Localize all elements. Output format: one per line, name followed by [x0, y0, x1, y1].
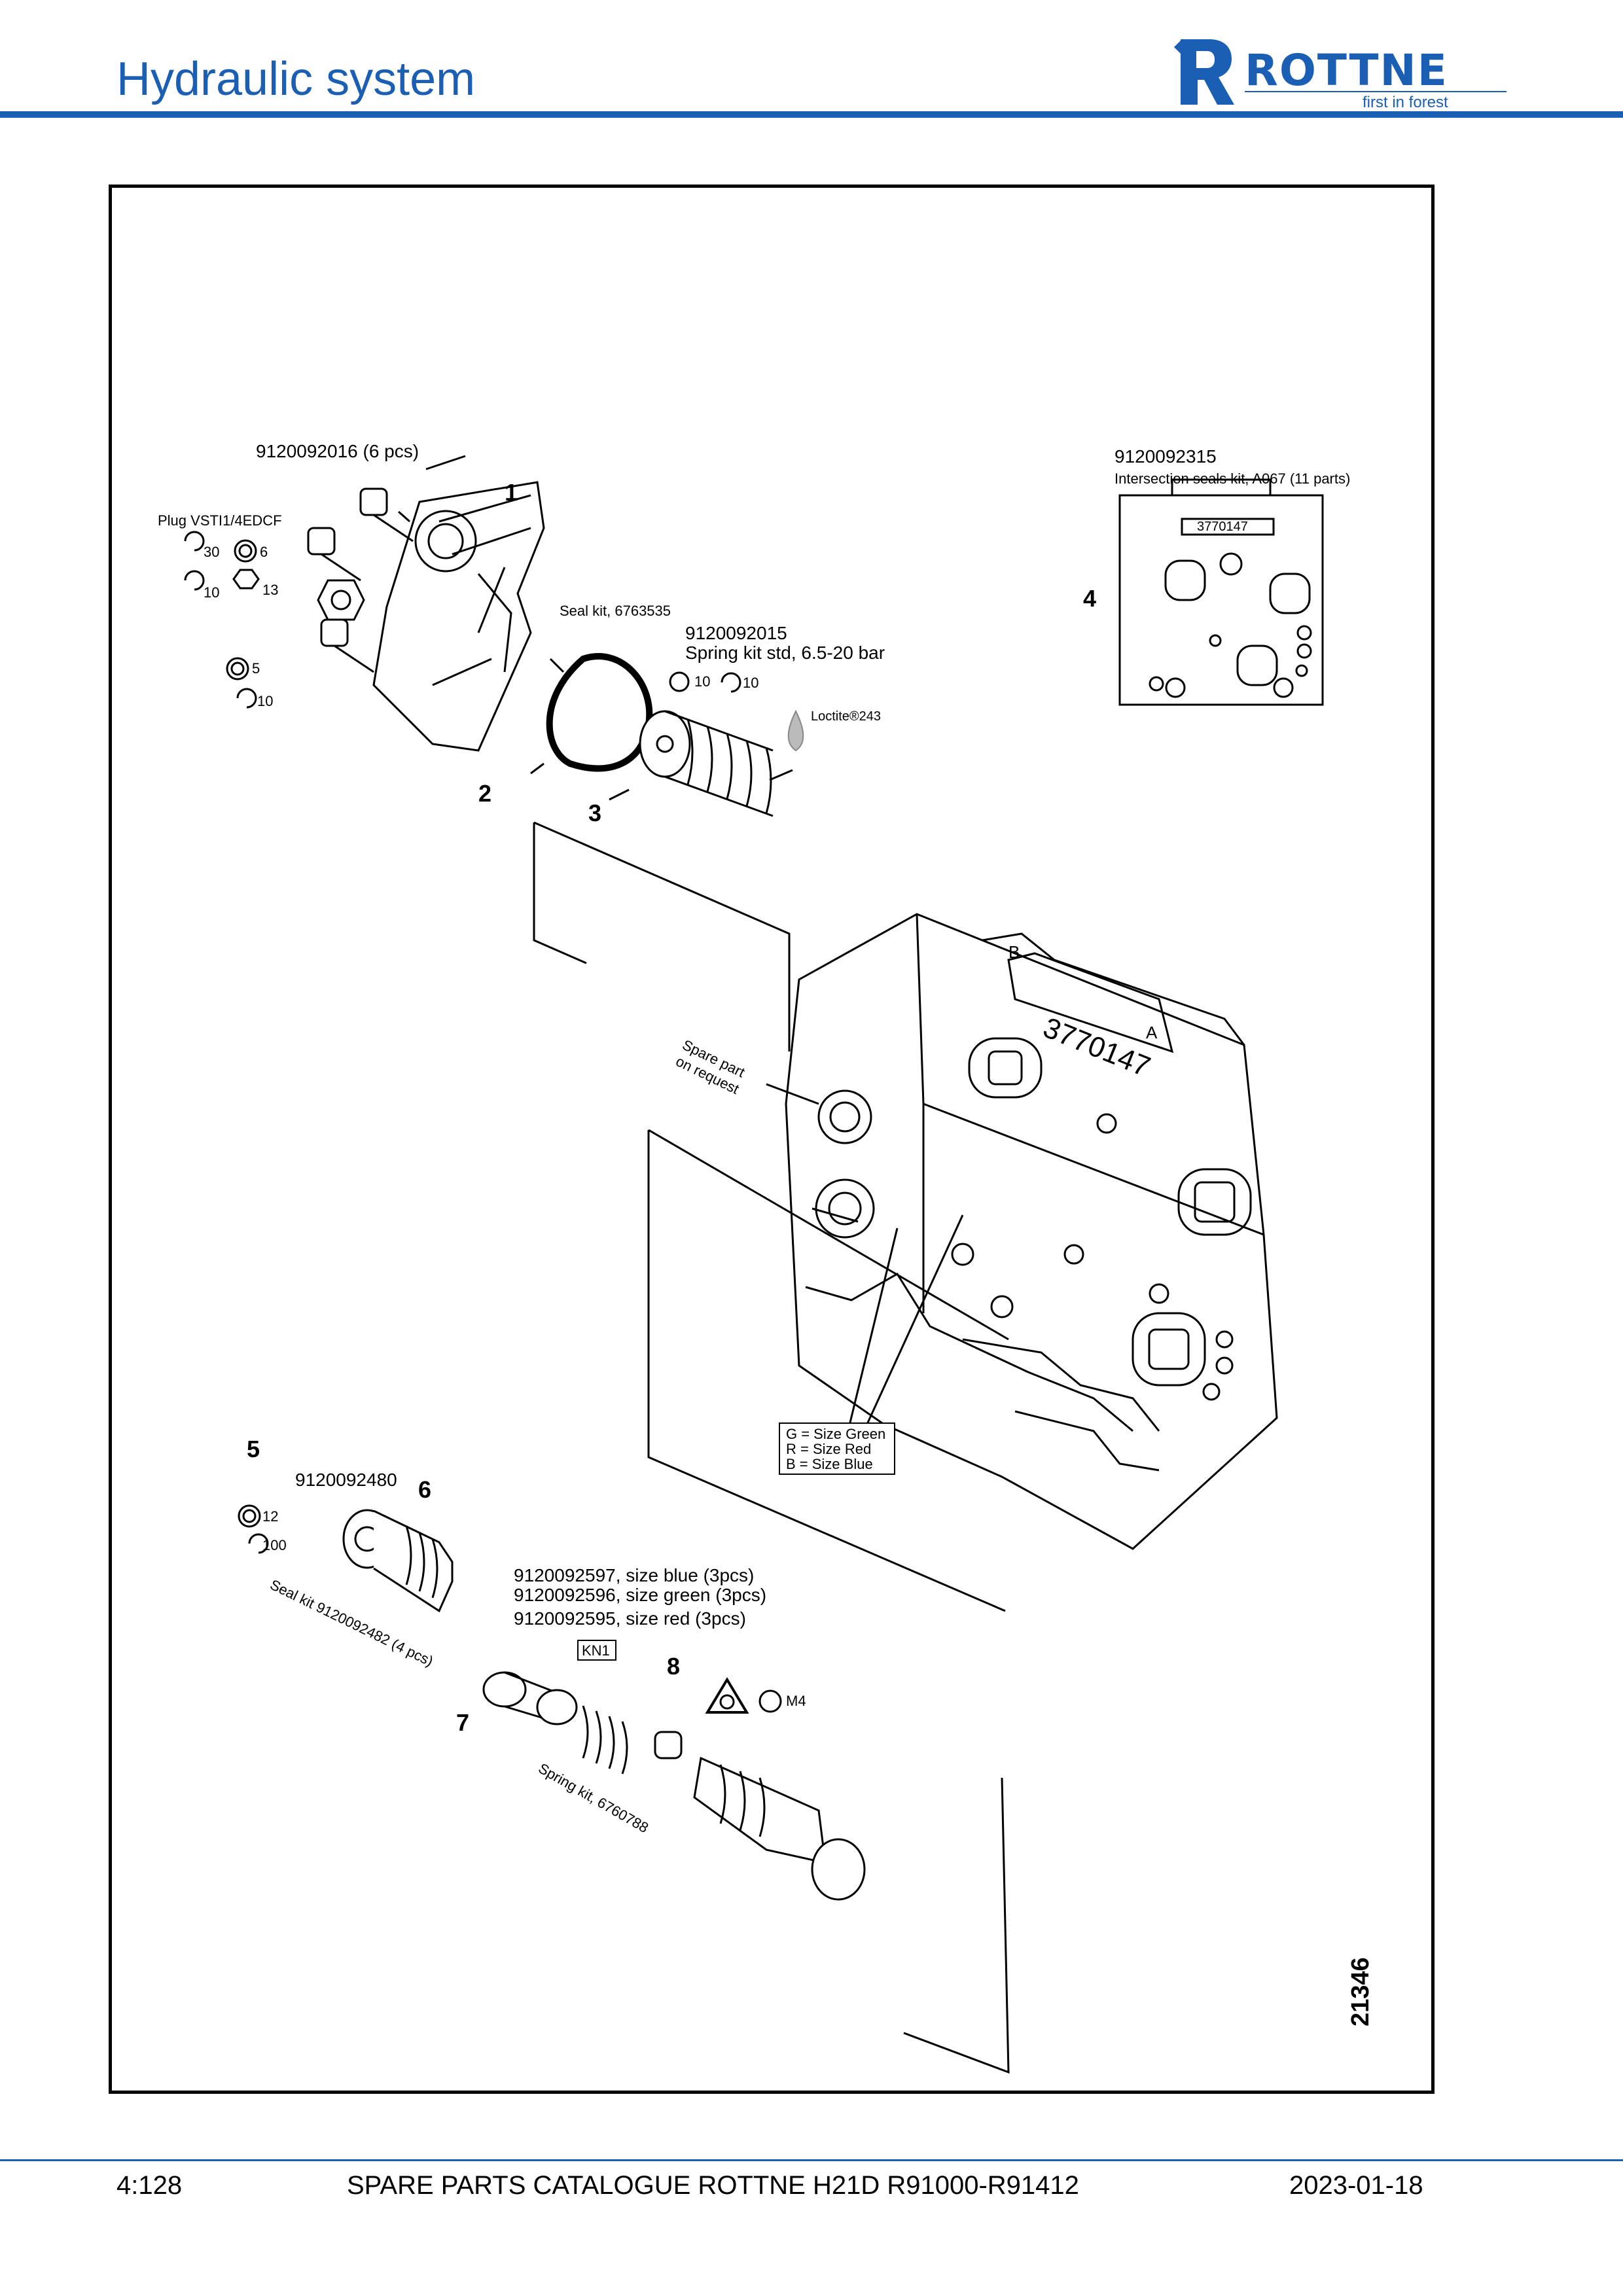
- bolts: [307, 487, 414, 673]
- header-rule: [0, 111, 1623, 118]
- size-green-label: G = Size Green: [786, 1426, 885, 1442]
- cover-housing: [372, 481, 545, 752]
- torque-10c-label: 10: [743, 675, 758, 691]
- m4-label: M4: [786, 1693, 806, 1709]
- seal-ring: [546, 653, 653, 772]
- logo-wordmark: ROTTNE: [1245, 45, 1448, 96]
- figure-number: 21346: [1347, 1957, 1374, 2026]
- callout-4: 4: [1083, 585, 1096, 612]
- size-blue-part: 9120092597, size blue (3pcs): [514, 1565, 754, 1585]
- spring-kit-8-label: Spring kit, 6760788: [536, 1760, 652, 1836]
- rottne-logo: ROTTNE first in forest: [1174, 39, 1507, 109]
- hex-5-label: 5: [252, 660, 260, 677]
- warning-icon: [705, 1677, 782, 1714]
- footer-rule: [0, 2159, 1623, 2161]
- hex-13-label: 13: [262, 582, 278, 598]
- projection-plane-upper: [533, 821, 791, 1051]
- bolts-label: 9120092016 (6 pcs): [256, 441, 419, 461]
- cartridge-7-8: [482, 1671, 866, 1901]
- port-a-label: A: [1146, 1023, 1158, 1042]
- callout-7: 7: [456, 1709, 469, 1736]
- part-5-number: 9120092480: [295, 1470, 397, 1490]
- hex-6-label: 6: [260, 544, 268, 560]
- page-title: Hydraulic system: [116, 53, 476, 105]
- callout-1: 1: [505, 479, 518, 506]
- spring-kit-number: 9120092015: [685, 623, 787, 643]
- spring-kit-description: Spring kit std, 6.5-20 bar: [685, 643, 885, 663]
- plug: [317, 579, 365, 621]
- logo-tagline: first in forest: [1363, 94, 1448, 109]
- exploded-view-frame: 1 2 3 4 5 6 7 8 9120092016 (6 pcs) Plug …: [109, 185, 1435, 2094]
- page-number: 4:128: [116, 2171, 183, 2200]
- torque-10a-label: 10: [204, 584, 219, 601]
- port-b-label: B: [1008, 942, 1020, 962]
- torque-100-label: 100: [262, 1537, 287, 1553]
- plug-label: Plug VSTI1/4EDCF: [158, 512, 282, 529]
- spring-cap: [639, 710, 774, 817]
- callout-8: 8: [667, 1653, 680, 1680]
- seal-kit-2-label: Seal kit, 6763535: [560, 603, 671, 619]
- catalogue-title: SPARE PARTS CATALOGUE ROTTNE H21D R91000…: [347, 2171, 1079, 2200]
- kn1-box: [577, 1640, 616, 1661]
- size-green-part: 9120092596, size green (3pcs): [514, 1585, 766, 1605]
- loctite-drop-icon: [787, 709, 804, 752]
- intersection-kit-number: 9120092315: [1115, 446, 1217, 467]
- size-red-part: 9120092595, size red (3pcs): [514, 1608, 746, 1629]
- size-legend-box: [779, 1422, 895, 1475]
- size-red-label: R = Size Red: [786, 1441, 871, 1457]
- intersection-kit-description: Intersection seals kit, A067 (11 parts): [1115, 470, 1350, 487]
- torque-10b-label: 10: [257, 693, 273, 709]
- callout-3: 3: [588, 800, 601, 826]
- callout-2: 2: [478, 780, 491, 807]
- kn1-label: KN1: [582, 1642, 610, 1659]
- intersection-seals-kit: [1118, 478, 1324, 706]
- block-number-small: 3770147: [1197, 520, 1248, 534]
- valve-block: [785, 913, 1278, 1550]
- torque-hex-icons: [184, 531, 741, 1554]
- torque-30-label: 30: [204, 544, 219, 560]
- hex-12-label: 12: [262, 1508, 278, 1525]
- callout-6: 6: [418, 1476, 431, 1503]
- loctite-label: Loctite®243: [811, 709, 881, 724]
- torx-10-label: 10: [694, 673, 710, 690]
- exploded-view-diagram: 1 2 3 4 5 6 7 8 9120092016 (6 pcs) Plug …: [158, 441, 1374, 2074]
- callout-5: 5: [247, 1436, 260, 1462]
- projection-plane-lower: [647, 1129, 1010, 2074]
- plug-5: [342, 1509, 454, 1613]
- catalogue-date: 2023-01-18: [1289, 2171, 1423, 2200]
- size-blue-label: B = Size Blue: [786, 1456, 873, 1472]
